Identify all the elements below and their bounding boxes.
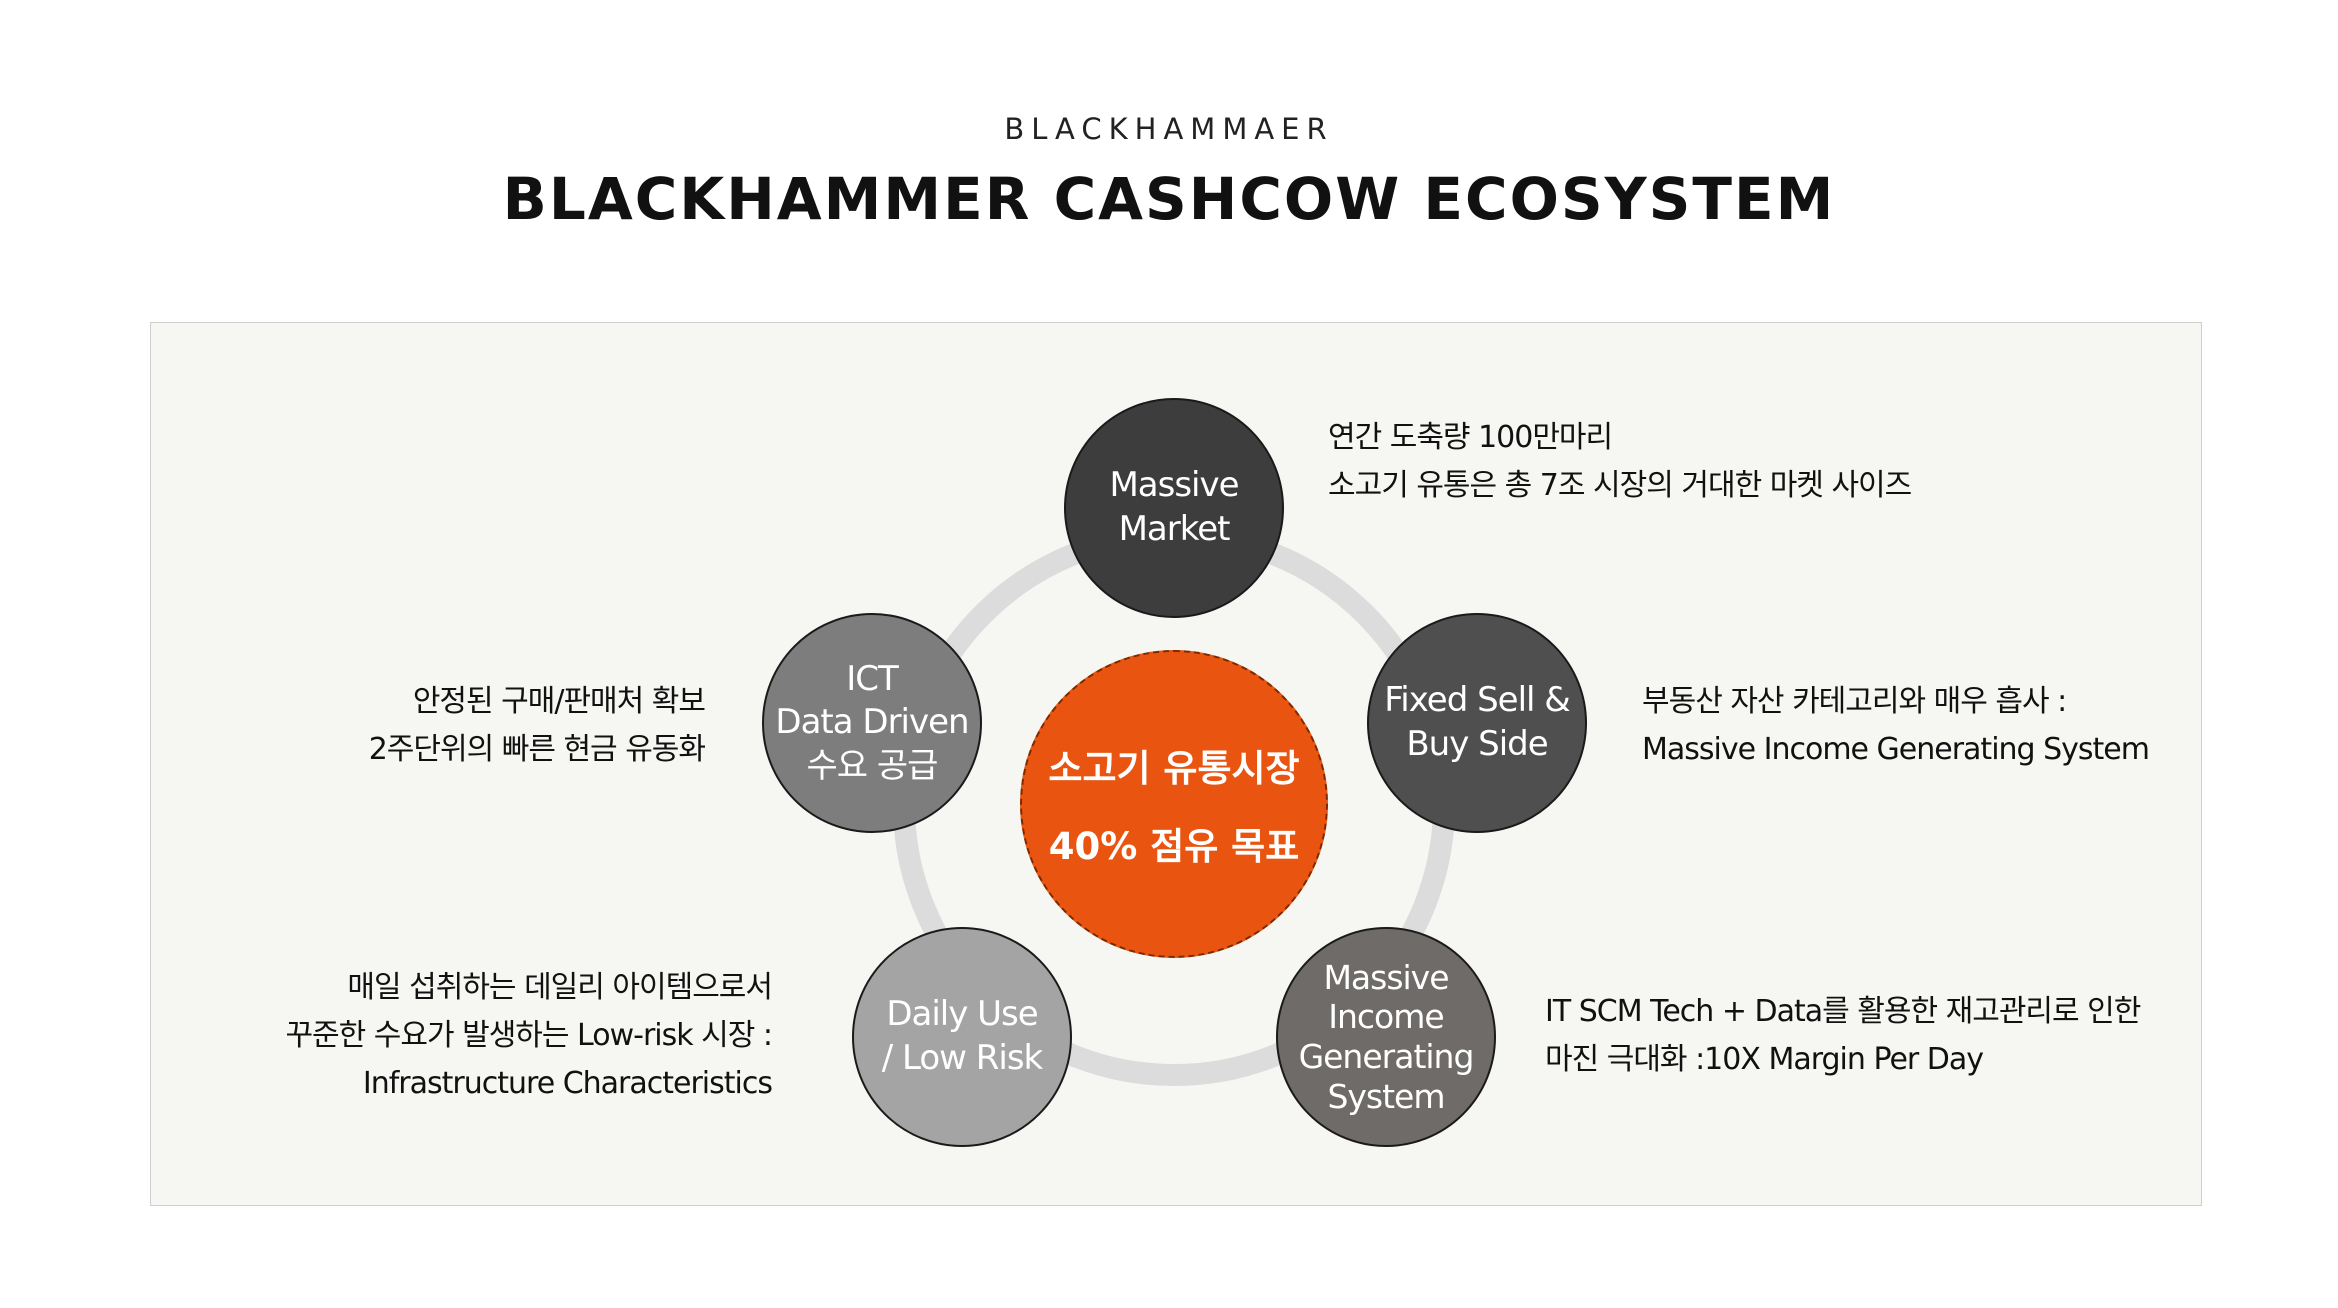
page-title: BLACKHAMMER CASHCOW ECOSYSTEM: [502, 165, 1836, 233]
desc-ict-line: 안정된 구매/판매처 확보: [412, 684, 706, 719]
node-fixed-sell: Fixed Sell & Buy Side: [1367, 613, 1587, 833]
center-goal-circle: 소고기 유통시장 40% 점유 목표: [1020, 650, 1328, 958]
desc-daily-use-line: 꾸준한 수요가 발생하는 Low-risk 시장 :: [285, 1018, 773, 1053]
desc-fixed-sell-line: 부동산 자산 카테고리와 매우 흡사 :: [1642, 684, 2067, 719]
node-massive-market-label: Massive Market: [1109, 465, 1239, 549]
desc-ict-line: 2주단위의 빠른 현금 유동화: [368, 732, 706, 767]
node-fixed-sell-label: Fixed Sell & Buy Side: [1384, 680, 1571, 764]
node-daily-use-label: Daily Use / Low Risk: [881, 994, 1043, 1078]
desc-daily-use-line: Infrastructure Characteristics: [362, 1066, 773, 1101]
desc-fixed-sell-line: Massive Income Generating System: [1642, 732, 2150, 767]
desc-daily-use-line: 매일 섭취하는 데일리 아이템으로서: [347, 970, 773, 1005]
desc-massive-market-line: 소고기 유통은 총 7조 시장의 거대한 마켓 사이즈: [1328, 468, 1912, 503]
node-ict-label: ICT Data Driven 수요 공급: [775, 658, 969, 786]
center-goal-line1: 소고기 유통시장: [1048, 747, 1300, 790]
node-income-system-label: Massive Income Generating System: [1298, 957, 1475, 1116]
node-ict: ICT Data Driven 수요 공급: [762, 613, 982, 833]
desc-ict: 안정된 구매/판매처 확보 2주단위의 빠른 현금 유동화: [300, 678, 706, 774]
brand-name: BLACKHAMMAER: [1004, 112, 1334, 146]
desc-massive-market: 연간 도축량 100만마리 소고기 유통은 총 7조 시장의 거대한 마켓 사이…: [1328, 414, 1912, 510]
desc-daily-use: 매일 섭취하는 데일리 아이템으로서 꾸준한 수요가 발생하는 Low-risk…: [250, 964, 773, 1108]
node-income-system: Massive Income Generating System: [1276, 927, 1496, 1147]
desc-income-system-line: 마진 극대화 :10X Margin Per Day: [1545, 1042, 1984, 1077]
node-daily-use: Daily Use / Low Risk: [852, 927, 1072, 1147]
desc-income-system-line: IT SCM Tech + Data를 활용한 재고관리로 인한: [1545, 994, 2141, 1029]
desc-income-system: IT SCM Tech + Data를 활용한 재고관리로 인한 마진 극대화 …: [1545, 988, 2141, 1084]
desc-massive-market-line: 연간 도축량 100만마리: [1328, 420, 1613, 455]
center-goal-line2: 40% 점유 목표: [1048, 825, 1300, 868]
desc-fixed-sell: 부동산 자산 카테고리와 매우 흡사 : Massive Income Gene…: [1642, 678, 2150, 774]
node-massive-market: Massive Market: [1064, 398, 1284, 618]
